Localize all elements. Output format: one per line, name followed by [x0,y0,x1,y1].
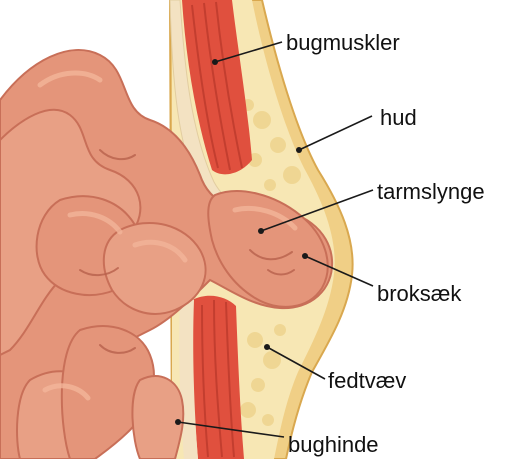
label-peritoneum: bughinde [288,432,379,457]
label-fat-tissue: fedtvæv [328,368,406,393]
label-skin: hud [380,105,417,130]
label-muscles: bugmuskler [286,30,400,55]
label-hernia-sac: broksæk [377,281,462,306]
label-intestine-loop: tarmslynge [377,179,485,204]
leader-skin [299,116,372,150]
lower-muscle [191,296,244,459]
